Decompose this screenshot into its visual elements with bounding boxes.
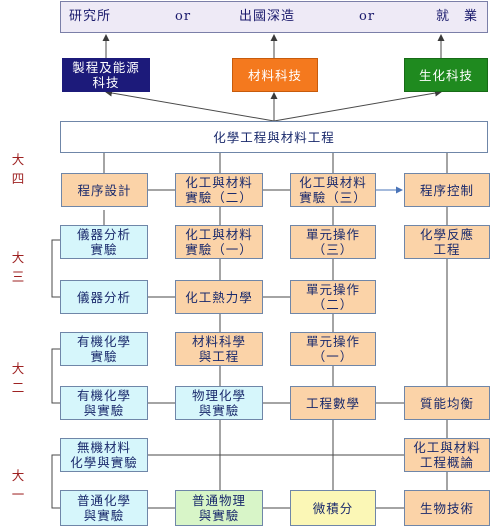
bracket-y3 (51, 239, 60, 298)
course-process-control: 程序控制 (404, 173, 490, 207)
course-general-chemistry: 普通化學 與實驗 (60, 490, 148, 526)
bracket-y2 (51, 348, 60, 404)
year-sophomore: 大 二 (11, 361, 25, 395)
year-senior: 大 四 (11, 152, 25, 186)
course-calculus: 微積分 (290, 490, 376, 526)
year-junior: 大 三 (11, 250, 25, 284)
course-thermodynamics: 化工熱力學 (175, 280, 263, 314)
field-biochem: 生化科技 (404, 58, 488, 92)
core-discipline: 化學工程與材料工程 (60, 121, 488, 153)
year-freshman: 大 一 (11, 468, 25, 502)
bracket-y1 (51, 454, 60, 509)
course-organic-chemistry: 有機化學 與實驗 (60, 386, 148, 420)
course-physical-chemistry: 物理化學 與實驗 (175, 386, 263, 420)
course-materials-science: 材料科學 與工程 (175, 332, 263, 366)
course-general-physics: 普通物理 與實驗 (175, 490, 263, 526)
arrow-to-process (105, 89, 275, 122)
course-unit-operations-1: 單元操作 （一） (290, 332, 376, 366)
course-instrumental-analysis: 儀器分析 (60, 280, 148, 314)
course-engineering-math: 工程數學 (290, 386, 376, 420)
course-program-design: 程序設計 (61, 173, 148, 207)
course-lab-3: 化工與材料 實驗（三） (290, 173, 376, 207)
outcome-or-1: or (175, 9, 192, 24)
arrow-to-biochem (273, 89, 442, 122)
field-materials: 材料科技 (232, 58, 318, 92)
course-organic-chemistry-lab: 有機化學 實驗 (60, 332, 148, 366)
course-reaction-engineering: 化學反應 工程 (404, 225, 490, 259)
course-unit-operations-3: 單元操作 （三） (290, 225, 376, 259)
course-lab-1: 化工與材料 實驗（一） (175, 225, 263, 259)
course-inorganic-materials-chemistry: 無機材料 化學與實驗 (60, 438, 148, 472)
course-intro-che-materials: 化工與材料 工程概論 (404, 438, 490, 472)
outcome-research: 研究所 (69, 9, 112, 24)
course-lab-2: 化工與材料 實驗（二） (175, 173, 263, 207)
course-mass-energy-balance: 質能均衡 (404, 386, 490, 420)
outcome-abroad: 出國深造 (239, 9, 296, 24)
course-instrumental-analysis-lab: 儀器分析 實驗 (60, 225, 148, 259)
course-unit-operations-2: 單元操作 （二） (290, 280, 376, 314)
outcome-or-2: or (359, 9, 376, 24)
field-process-energy: 製程及能源 科技 (62, 58, 150, 92)
outcomes-bar: 研究所 or 出國深造 or 就 業 (60, 1, 488, 33)
course-biotechnology: 生物技術 (404, 490, 490, 526)
outcome-employment: 就 業 (436, 9, 479, 24)
